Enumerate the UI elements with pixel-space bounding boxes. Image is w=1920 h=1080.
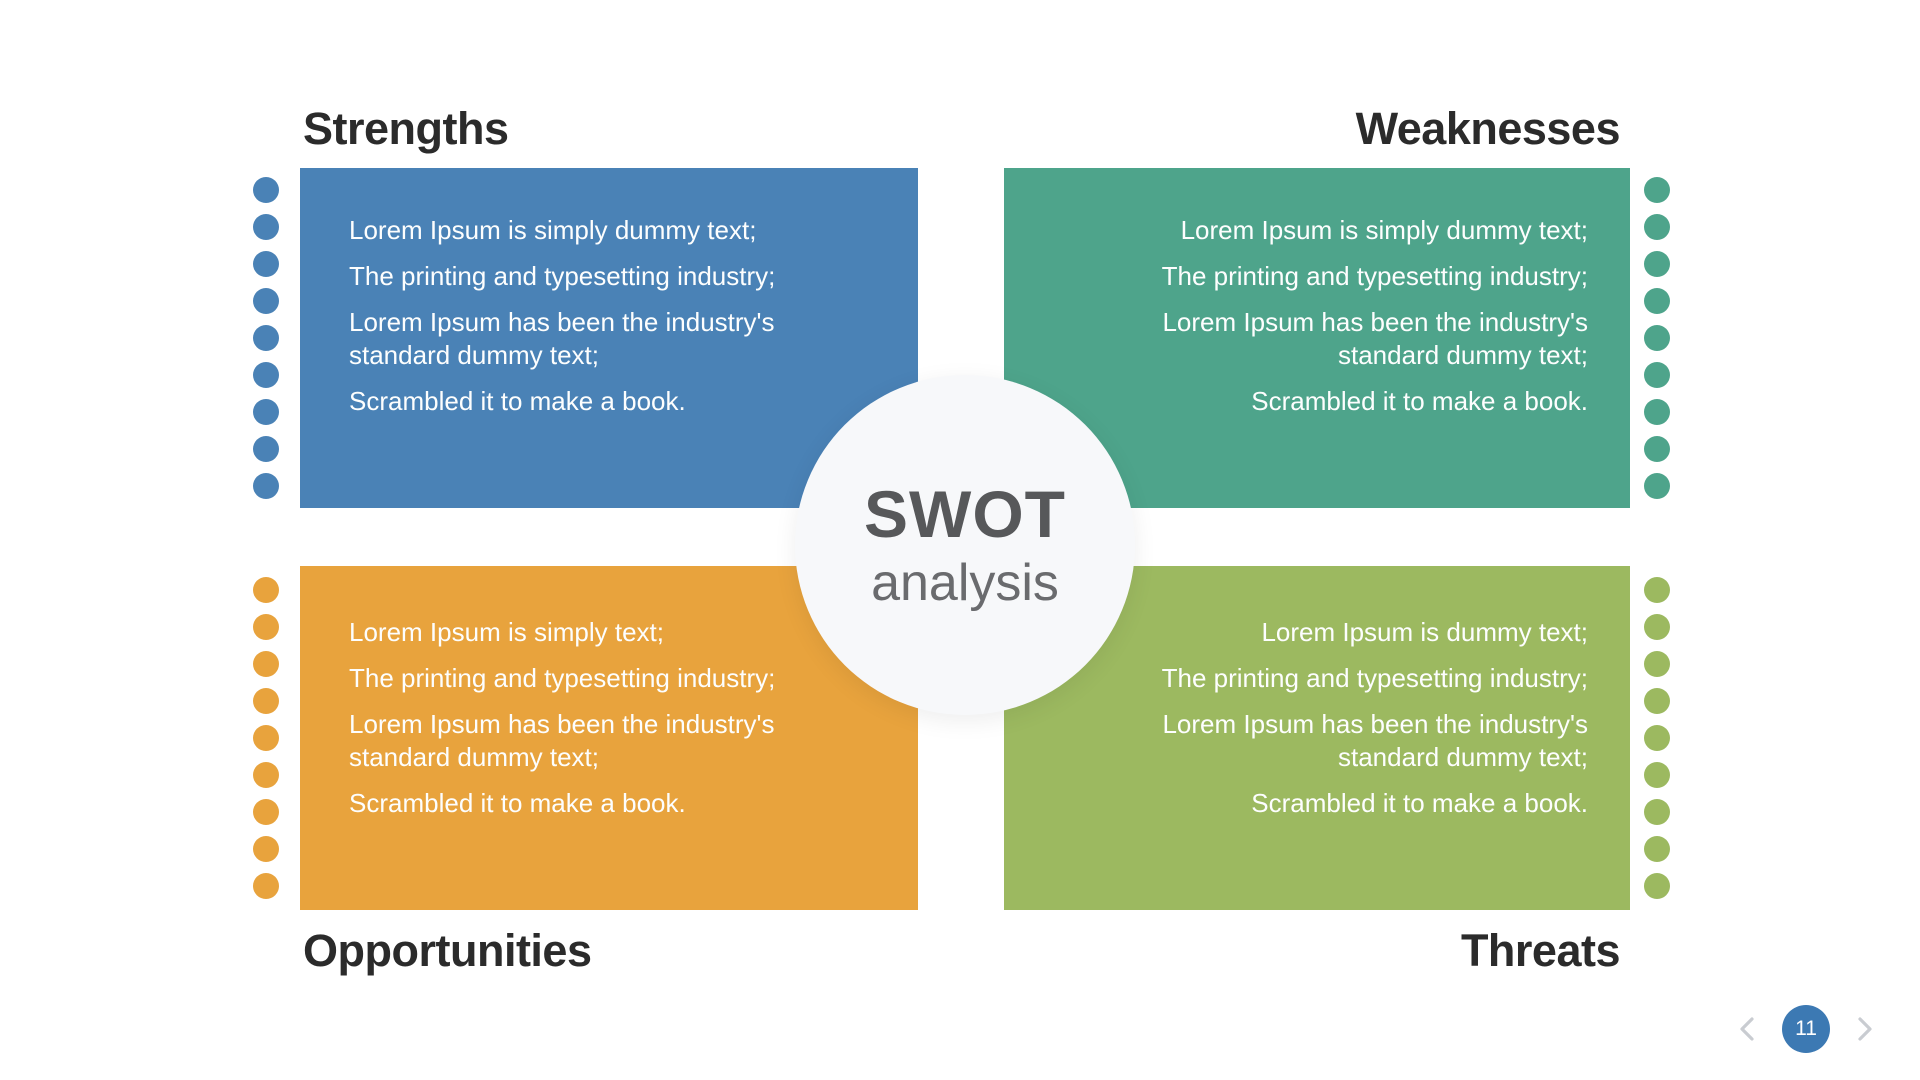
bullet-dot <box>1644 688 1670 714</box>
list-item: Scrambled it to make a book. <box>349 788 686 818</box>
bullet-dot <box>1644 614 1670 640</box>
bullet-dot <box>253 688 279 714</box>
bullet-dot <box>1644 762 1670 788</box>
bullet-dot <box>253 251 279 277</box>
bullet-dot <box>1644 473 1670 499</box>
list-item: Lorem Ipsum has been the industry's stan… <box>349 709 775 772</box>
bullet-dot <box>1644 725 1670 751</box>
list-item: The printing and typesetting industry; <box>1161 261 1588 291</box>
bullet-dot <box>253 651 279 677</box>
bullet-dot <box>253 362 279 388</box>
opportunities-dot-column <box>253 577 279 899</box>
threats-text: Lorem Ipsum is dummy text; The printing … <box>1004 566 1630 910</box>
bullet-dot <box>1644 577 1670 603</box>
swot-title: SWOT <box>864 477 1066 551</box>
chevron-left-icon <box>1740 1017 1754 1041</box>
bullet-dot <box>1644 873 1670 899</box>
list-item: The printing and typesetting industry; <box>349 663 776 693</box>
list-item: Scrambled it to make a book. <box>1251 788 1588 818</box>
list-item: Lorem Ipsum is dummy text; <box>1261 617 1588 647</box>
swot-center-circle: SWOT analysis <box>795 375 1135 715</box>
list-item: Lorem Ipsum is simply text; <box>349 617 664 647</box>
bullet-dot <box>1644 436 1670 462</box>
strengths-dot-column <box>253 177 279 499</box>
strengths-title: Strengths <box>303 103 509 154</box>
opportunities-title: Opportunities <box>303 925 592 976</box>
previous-slide-button[interactable] <box>1732 1013 1764 1045</box>
list-item: Lorem Ipsum has been the industry's stan… <box>1162 307 1588 370</box>
threats-dot-column <box>1644 577 1670 899</box>
list-item: Scrambled it to make a book. <box>1251 386 1588 416</box>
chevron-right-icon <box>1858 1017 1872 1041</box>
bullet-dot <box>253 436 279 462</box>
list-item: Lorem Ipsum has been the industry's stan… <box>349 307 775 370</box>
bullet-dot <box>253 873 279 899</box>
bullet-dot <box>253 577 279 603</box>
swot-subtitle: analysis <box>871 554 1059 612</box>
threats-box: Lorem Ipsum is dummy text; The printing … <box>1004 566 1630 910</box>
bullet-dot <box>1644 651 1670 677</box>
bullet-dot <box>1644 251 1670 277</box>
bullet-dot <box>253 799 279 825</box>
list-item: The printing and typesetting industry; <box>349 261 776 291</box>
bullet-dot <box>253 214 279 240</box>
bullet-dot <box>253 836 279 862</box>
bullet-dot <box>253 473 279 499</box>
bullet-dot <box>1644 177 1670 203</box>
strengths-text: Lorem Ipsum is simply dummy text; The pr… <box>300 168 918 508</box>
bullet-dot <box>1644 799 1670 825</box>
bullet-dot <box>253 177 279 203</box>
weaknesses-title: Weaknesses <box>1355 103 1621 154</box>
bullet-dot <box>253 399 279 425</box>
bullet-dot <box>1644 399 1670 425</box>
list-item: Lorem Ipsum is simply dummy text; <box>1180 215 1588 245</box>
page-number-badge[interactable]: 11 <box>1782 1005 1830 1053</box>
bullet-dot <box>253 762 279 788</box>
next-slide-button[interactable] <box>1848 1013 1880 1045</box>
bullet-dot <box>253 288 279 314</box>
weaknesses-dot-column <box>1644 177 1670 499</box>
weaknesses-text: Lorem Ipsum is simply dummy text; The pr… <box>1004 168 1630 508</box>
bullet-dot <box>253 325 279 351</box>
slide-navigation: 11 <box>1732 1005 1880 1053</box>
bullet-dot <box>1644 325 1670 351</box>
bullet-dot <box>1644 214 1670 240</box>
list-item: Lorem Ipsum has been the industry's stan… <box>1162 709 1588 772</box>
bullet-dot <box>253 614 279 640</box>
list-item: The printing and typesetting industry; <box>1161 663 1588 693</box>
bullet-dot <box>1644 836 1670 862</box>
bullet-dot <box>1644 362 1670 388</box>
bullet-dot <box>253 725 279 751</box>
list-item: Lorem Ipsum is simply dummy text; <box>349 215 757 245</box>
bullet-dot <box>1644 288 1670 314</box>
opportunities-text: Lorem Ipsum is simply text; The printing… <box>300 566 918 910</box>
list-item: Scrambled it to make a book. <box>349 386 686 416</box>
weaknesses-box: Lorem Ipsum is simply dummy text; The pr… <box>1004 168 1630 508</box>
threats-title: Threats <box>1460 925 1621 976</box>
strengths-box: Lorem Ipsum is simply dummy text; The pr… <box>300 168 918 508</box>
